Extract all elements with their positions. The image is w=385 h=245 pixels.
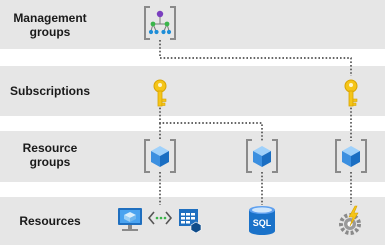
virtual-machine-icon (118, 208, 142, 231)
connector-lines (159, 40, 352, 205)
band-management-groups (0, 0, 385, 49)
label-management-groups-line2: groups (29, 25, 71, 39)
label-resource-groups-line2: groups (29, 155, 71, 169)
function-app-icon (339, 205, 361, 235)
network-interface-icon (147, 211, 173, 225)
label-management-groups: Management groups (0, 11, 100, 39)
label-resource-groups: Resource groups (0, 141, 100, 169)
band-resource-groups (0, 131, 385, 182)
label-management-groups-line1: Management (13, 11, 87, 25)
resource-group-icon-1 (144, 139, 176, 173)
resource-group-icon-2 (246, 139, 278, 173)
sql-database-icon: SQL (249, 206, 275, 235)
label-resources: Resources (0, 214, 100, 228)
subscription-key-icon-1 (153, 79, 167, 107)
management-group-icon (144, 6, 176, 40)
subscription-key-icon-2 (344, 79, 358, 107)
label-resource-groups-line1: Resource (22, 141, 78, 155)
band-subscriptions (0, 66, 385, 116)
label-subscriptions-line1: Subscriptions (9, 84, 90, 98)
label-subscriptions: Subscriptions (0, 84, 100, 98)
sql-icon-text: SQL (253, 218, 272, 228)
label-resources-line1: Resources (19, 214, 81, 228)
resource-group-icon-3 (335, 139, 367, 173)
storage-account-icon (179, 209, 202, 234)
